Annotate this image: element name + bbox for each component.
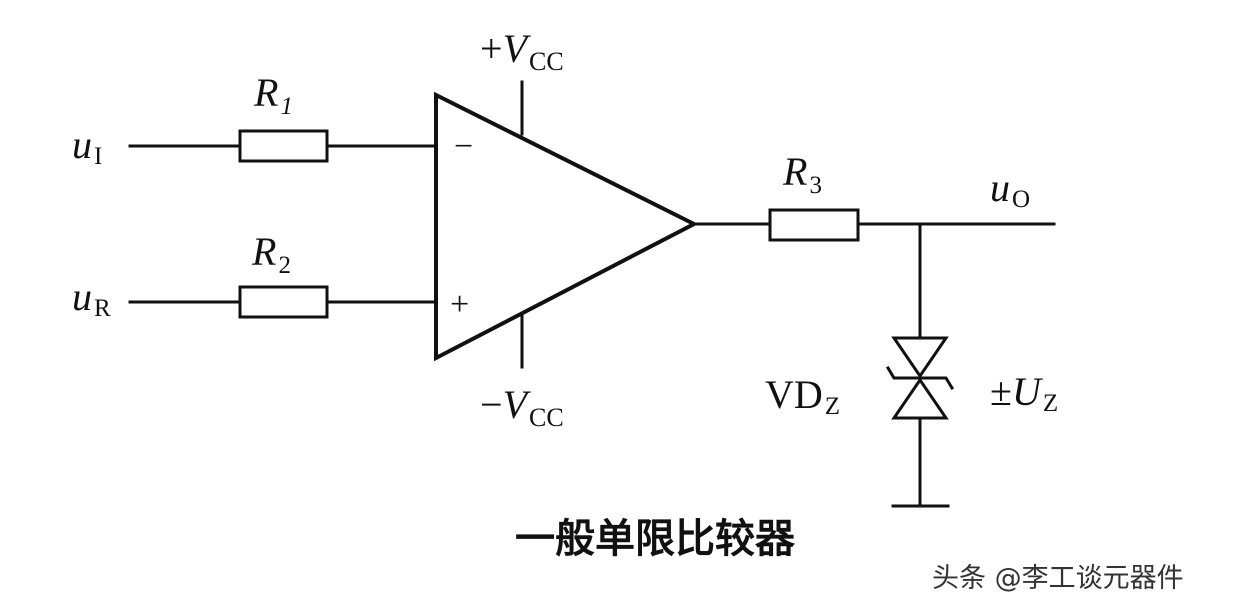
zener-bar bbox=[885, 365, 955, 391]
label-pos-supply: +VCC bbox=[480, 26, 564, 76]
watermark: 头条 @李工谈元器件 bbox=[932, 563, 1184, 594]
label-neg-supply: −VCC bbox=[480, 382, 564, 432]
label-uz: ±UZ bbox=[990, 369, 1058, 417]
label-ui: uI bbox=[72, 122, 102, 170]
resistor-r1 bbox=[238, 129, 329, 163]
zener-lower-triangle bbox=[891, 377, 949, 420]
diagram-caption: 一般单限比较器 bbox=[515, 516, 796, 562]
resistor-r3 bbox=[768, 208, 860, 242]
label-r1: R1 bbox=[253, 70, 293, 120]
zener-upper-triangle bbox=[891, 336, 949, 379]
opamp-minus-sign: − bbox=[454, 128, 473, 165]
label-vdz: VDZ bbox=[765, 372, 840, 420]
label-r3: R3 bbox=[782, 149, 822, 199]
opamp-plus-sign: + bbox=[450, 286, 469, 323]
opamp-triangle bbox=[434, 91, 699, 362]
label-r2: R2 bbox=[251, 229, 291, 279]
resistor-r2 bbox=[238, 285, 329, 319]
label-uo: uO bbox=[990, 165, 1030, 213]
label-ur: uR bbox=[72, 274, 111, 322]
